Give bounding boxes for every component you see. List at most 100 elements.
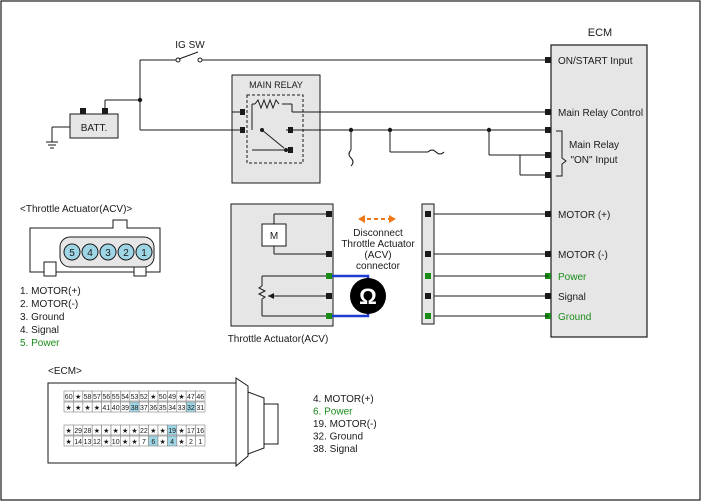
throttle-actuator-block: Throttle Actuator(ACV) M (228, 203, 334, 345)
ecm-connector-pin: 4 (170, 439, 174, 446)
main-relay-input-brace (556, 130, 567, 177)
battery-label: BATT. (81, 123, 107, 134)
ecm-connector-cell (195, 424, 206, 436)
ecm-connector-pin: 46 (196, 394, 204, 401)
ecm-connector-pin: ★ (66, 404, 72, 412)
ecm-pin-label: Main Relay Control (558, 108, 643, 119)
acv-connector-title: <Throttle Actuator(ACV)> (20, 204, 132, 215)
ecm-connector-pin: 40 (112, 405, 120, 412)
main-relay: MAIN RELAY (231, 74, 321, 184)
acv-legend-item: 2. MOTOR(-) (20, 299, 78, 310)
ohmmeter: Ω (332, 274, 386, 318)
acv-legend-item: 5. Power (20, 338, 60, 349)
ecm-connector-pin: 47 (187, 394, 195, 401)
ecm-connector-pin: 50 (159, 394, 167, 401)
acv-pin (63, 243, 81, 261)
main-relay-box (231, 74, 321, 184)
ecm-connector-pin: ★ (178, 427, 184, 435)
ecm-connector-pin: 12 (93, 439, 101, 446)
acv-pin-number: 2 (123, 248, 129, 259)
battery-terminal-pos (102, 108, 108, 114)
ecm-connector-pin: 33 (178, 405, 186, 412)
ecm-plug-profile (235, 377, 249, 468)
battery-box (69, 113, 119, 139)
ecm-connector-pin: 39 (121, 405, 129, 412)
ecm-connector-pin: 49 (168, 394, 176, 401)
motor-symbol: M (270, 231, 278, 242)
ecm-pin-label: Power (558, 272, 587, 283)
ecm-connector-pin: ★ (103, 438, 109, 446)
relay-switch-blade (261, 129, 285, 149)
ecm-connector-pin: 32 (187, 405, 195, 412)
ecm-connector-pin: ★ (75, 393, 81, 401)
acv-pin-number: 4 (87, 248, 93, 259)
ecm-connector-pin: 31 (196, 405, 204, 412)
ecm-connector-pin: 52 (140, 394, 148, 401)
ecm-title: ECM (588, 27, 612, 39)
ecm-connector-pin: ★ (160, 438, 166, 446)
ecm-connector-pin: 36 (149, 405, 157, 412)
ecm-connector-pin: 6 (151, 439, 155, 446)
ecm-legend-item: 6. Power (313, 407, 353, 418)
harness-connector-body (421, 203, 435, 325)
ecm-connector-pin: ★ (131, 427, 137, 435)
relay-coil (254, 98, 280, 110)
ecm-connector-pin: 13 (84, 439, 92, 446)
ecm-connector-cell (195, 401, 206, 413)
svg-text:Ω: Ω (359, 284, 377, 309)
ecm-connector-pin: 35 (159, 405, 167, 412)
ecm-connector-pin: ★ (131, 438, 137, 446)
relay-ecm-wiring (140, 111, 548, 176)
ecm-connector-pin: 28 (84, 428, 92, 435)
ecm-connector-pin: ★ (94, 404, 100, 412)
throttle-actuator-box (230, 203, 334, 327)
main-relay-label: MAIN RELAY (249, 80, 303, 90)
ecm-connector-pin: 60 (65, 394, 73, 401)
throttle-actuator-label: Throttle Actuator(ACV) (228, 334, 329, 345)
ecm-connector-pin: 10 (112, 439, 120, 446)
ecm-legend-item: 38. Signal (313, 444, 357, 455)
ecm-connector-title: <ECM> (48, 366, 82, 377)
battery-section: BATT. IG SW (46, 40, 548, 149)
ecm-connector-pin: ★ (113, 427, 119, 435)
ecm-connector-pin: 57 (93, 394, 101, 401)
ecm-connector-pin: ★ (75, 404, 81, 412)
ecm-connector-pin: ★ (150, 427, 156, 435)
ecm-connector-pin: 2 (189, 439, 193, 446)
ecm-legend-item: 32. Ground (313, 432, 363, 443)
ecm-connector-pin: 16 (196, 428, 204, 435)
acv-pin-number: 1 (141, 248, 147, 259)
ecm-connector-pin: 37 (140, 405, 148, 412)
ecm-connector-pin: 19 (168, 428, 176, 435)
ecm-pin-label: MOTOR (+) (558, 210, 610, 221)
ecm-pin-label: Ground (558, 312, 591, 323)
ecm-connector-pin: ★ (178, 438, 184, 446)
ecm-pin-label: Signal (558, 292, 586, 303)
ecm-connector-pin: ★ (84, 404, 90, 412)
disconnect-note-line: Disconnect (353, 228, 403, 239)
acv-pin (117, 243, 135, 261)
relay-inner-dashed (246, 94, 304, 164)
ecm-pin-label: Main Relay (569, 140, 619, 151)
acv-pin-number: 5 (69, 248, 75, 259)
ecm-connector-pin: 55 (112, 394, 120, 401)
wiper-arrow (268, 293, 274, 299)
ecm-connector-cell (195, 435, 206, 447)
acv-pin (99, 243, 117, 261)
ecm-connector-pin: 17 (187, 428, 195, 435)
ig-switch-label: IG SW (175, 40, 205, 51)
ecm-connector-pin: ★ (122, 427, 128, 435)
ohm-meter-icon (350, 278, 386, 314)
ecm-connector-pin: ★ (178, 393, 184, 401)
ecm-connector-pin: 38 (131, 405, 139, 412)
ecm-connector-pin: ★ (94, 427, 100, 435)
ecm-legend-item: 4. MOTOR(+) (313, 394, 374, 405)
ig-switch-blade (178, 51, 199, 60)
acv-pin (81, 243, 99, 261)
